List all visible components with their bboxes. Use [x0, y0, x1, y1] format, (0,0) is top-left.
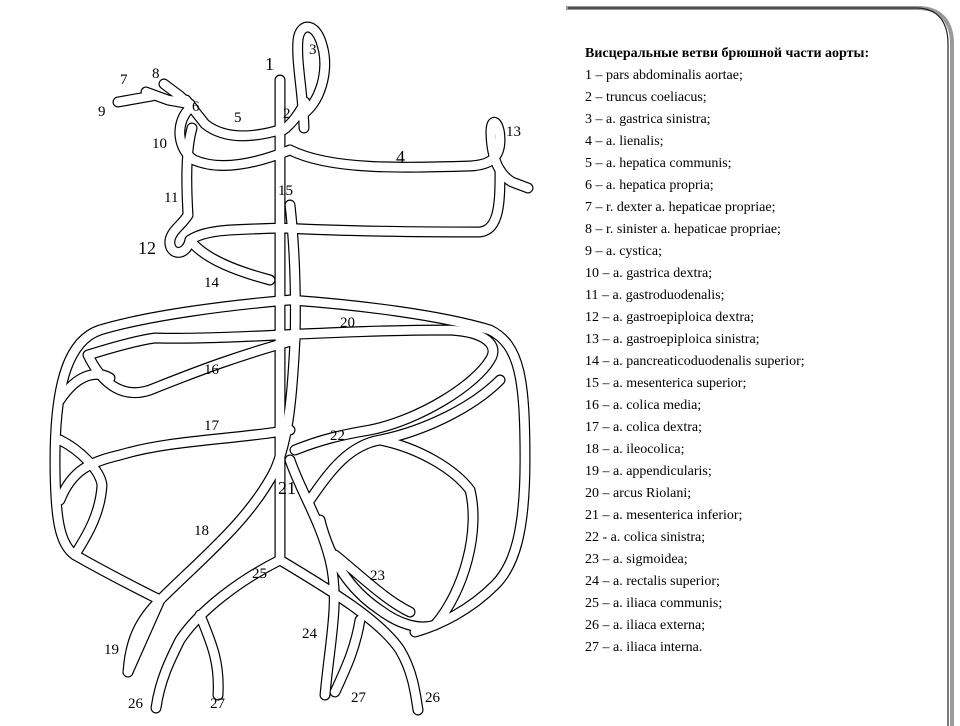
legend-item-16: 16 – a. colica media; — [585, 398, 702, 413]
legend-item-20: 20 – arcus Riolani; — [585, 486, 692, 501]
label-26-left: 26 — [128, 696, 144, 712]
label-4: 4 — [396, 147, 405, 167]
label-18: 18 — [194, 523, 209, 539]
legend-item-9: 9 – a. cystica; — [585, 244, 662, 259]
legend-panel: Висцеральные ветви брюшной части аорты: … — [566, 6, 954, 726]
legend-list: 1 – pars abdominalis aortae; 2 – truncus… — [585, 65, 945, 659]
legend-item-7: 7 – r. dexter a. hepaticae propriae; — [585, 200, 776, 215]
legend-item-26: 26 – a. iliaca externa; — [585, 618, 706, 633]
label-7: 7 — [120, 72, 128, 88]
label-19: 19 — [104, 642, 119, 658]
legend-item-25: 25 – a. iliaca communis; — [585, 596, 723, 611]
legend-item-24: 24 – a. rectalis superior; — [585, 574, 720, 589]
legend-item-12: 12 – a. gastroepiploica dextra; — [585, 310, 755, 325]
legend-item-19: 19 – a. appendicularis; — [585, 464, 712, 479]
label-8: 8 — [152, 66, 160, 82]
legend-item-18: 18 – a. ileocolica; — [585, 442, 685, 457]
label-9: 9 — [98, 104, 106, 120]
label-21: 21 — [278, 478, 296, 498]
label-17: 17 — [204, 418, 220, 434]
legend-item-1: 1 – pars abdominalis aortae; — [585, 68, 743, 83]
legend-item-14: 14 – a. pancreaticoduodenalis superior; — [585, 354, 805, 369]
aorta-visceral-branches-diagram: 1 2 3 4 5 6 7 8 9 10 11 12 13 14 15 16 1… — [0, 0, 570, 720]
legend-item-11: 11 – a. gastroduodenalis; — [585, 288, 725, 303]
legend-item-3: 3 – a. gastrica sinistra; — [585, 112, 711, 127]
label-12: 12 — [138, 238, 156, 258]
legend-item-4: 4 – a. lienalis; — [585, 134, 664, 149]
legend-item-5: 5 – a. hepatica communis; — [585, 156, 732, 171]
legend-item-6: 6 – a. hepatica propria; — [585, 178, 714, 193]
legend-item-10: 10 – a. gastrica dextra; — [585, 266, 713, 281]
label-11: 11 — [164, 190, 178, 206]
label-27-right: 27 — [351, 690, 367, 706]
label-20: 20 — [340, 315, 355, 331]
legend-item-13: 13 – a. gastroepiploica sinistra; — [585, 332, 760, 347]
legend-item-8: 8 – r. sinister a. hepaticae propriae; — [585, 222, 781, 237]
legend-item-2: 2 – truncus coeliacus; — [585, 90, 707, 105]
label-2: 2 — [283, 106, 291, 122]
label-10: 10 — [152, 136, 167, 152]
legend-item-22: 22 - a. colica sinistra; — [585, 530, 706, 545]
legend: Висцеральные ветви брюшной части аорты: … — [585, 43, 945, 659]
label-25: 25 — [252, 566, 267, 582]
label-14: 14 — [204, 275, 220, 291]
label-24: 24 — [302, 626, 318, 642]
label-16: 16 — [204, 362, 220, 378]
label-3: 3 — [309, 42, 317, 58]
legend-panel-frame — [566, 6, 954, 726]
legend-item-23: 23 – a. sigmoidea; — [585, 552, 688, 567]
label-26-right: 26 — [425, 690, 441, 706]
legend-item-15: 15 – a. mesenterica superior; — [585, 376, 747, 391]
legend-item-21: 21 – a. mesenterica inferior; — [585, 508, 743, 523]
label-5: 5 — [234, 110, 242, 126]
label-27-left: 27 — [210, 696, 226, 712]
legend-item-27: 27 – a. iliaca interna. — [585, 640, 703, 655]
label-22: 22 — [330, 428, 345, 444]
label-15: 15 — [278, 183, 293, 199]
label-13: 13 — [506, 124, 521, 140]
legend-title: Висцеральные ветви брюшной части аорты: — [585, 46, 870, 61]
legend-item-17: 17 – a. colica dextra; — [585, 420, 703, 435]
label-23: 23 — [370, 568, 385, 584]
label-1: 1 — [265, 54, 274, 74]
label-6: 6 — [192, 99, 200, 115]
